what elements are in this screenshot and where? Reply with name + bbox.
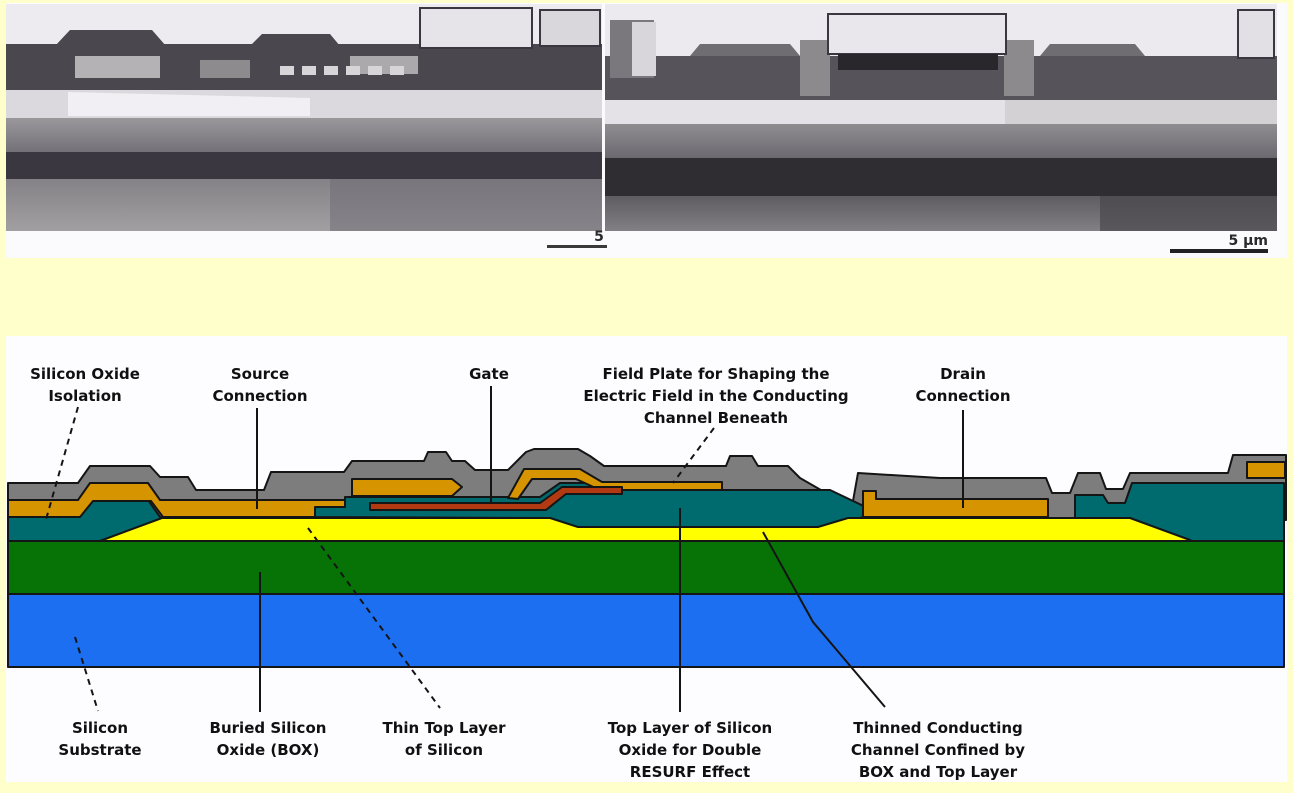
tem-right-substrate-shadow: [1100, 196, 1277, 231]
layer-thin-silicon: [99, 517, 1191, 542]
tem-right-mid-band: [605, 124, 1277, 158]
label-line: RESURF Effect: [630, 763, 750, 781]
metal-source-connection: [7, 482, 346, 518]
label-line: Substrate: [58, 741, 141, 759]
label-line: BOX and Top Layer: [859, 763, 1018, 781]
label-line: Silicon Oxide: [30, 365, 140, 383]
label-field-plate: Field Plate for Shaping the Electric Fie…: [583, 365, 848, 427]
label-drain-connection: Drain Connection: [915, 365, 1010, 405]
label-thinned-channel: Thinned Conducting Channel Confined by B…: [851, 719, 1025, 781]
label-line: Gate: [469, 365, 509, 383]
layer-silicon-substrate: [7, 593, 1285, 668]
tem-right-bright-band-left: [605, 100, 1005, 124]
scale-bar-left: 5: [547, 229, 607, 248]
label-line: Channel Confined by: [851, 741, 1025, 759]
label-line: Source: [231, 365, 289, 383]
tem-left-structures: [6, 7, 602, 116]
label-line: Isolation: [48, 387, 121, 405]
tem-left-substrate-shadow: [330, 179, 602, 231]
scale-bar-right-label: 5 µm: [1228, 233, 1268, 249]
tem-image-left: 5: [6, 4, 607, 248]
label-top-oxide-resurf: Top Layer of Silicon Oxide for Double RE…: [608, 719, 772, 781]
scale-bar-left-label: 5: [594, 229, 604, 245]
tem-image-right: 5 µm: [605, 4, 1277, 253]
pointer-thinned-channel: [762, 531, 886, 708]
label-line: Oxide for Double: [619, 741, 762, 759]
label-line: Field Plate for Shaping the: [602, 365, 829, 383]
label-line: Electric Field in the Conducting: [583, 387, 848, 405]
label-line: Connection: [915, 387, 1010, 405]
scale-bar-right-line: [1170, 249, 1268, 253]
tem-right-structures: [610, 9, 1275, 96]
label-silicon-substrate: Silicon Substrate: [58, 719, 141, 759]
pointer-thin-top-layer: [307, 527, 441, 709]
label-line: Channel Beneath: [644, 409, 788, 427]
pointer-silicon-oxide-isolation: [44, 406, 79, 524]
metal-pad-top-right: [1246, 461, 1286, 479]
label-line: Thin Top Layer: [382, 719, 506, 737]
device-cross-section: Silicon Oxide Isolation Source Connectio…: [7, 365, 1287, 781]
label-line: Oxide (BOX): [217, 741, 320, 759]
label-line: Thinned Conducting: [853, 719, 1023, 737]
layer-buried-oxide: [7, 540, 1285, 595]
label-buried-oxide: Buried Silicon Oxide (BOX): [210, 719, 327, 759]
label-gate: Gate: [469, 365, 509, 383]
label-line: Buried Silicon: [210, 719, 327, 737]
pointer-silicon-substrate: [74, 636, 99, 712]
label-source-connection: Source Connection: [212, 365, 307, 405]
metal-plate-segment: [351, 478, 463, 497]
label-line: of Silicon: [405, 741, 483, 759]
scale-bar-left-line: [547, 245, 607, 248]
label-line: Silicon: [72, 719, 128, 737]
label-line: Connection: [212, 387, 307, 405]
metal-field-plate: [507, 468, 723, 500]
label-thin-top-layer: Thin Top Layer of Silicon: [382, 719, 506, 759]
tem-right-dark-band: [605, 158, 1277, 196]
tem-left-mid-band: [6, 118, 602, 154]
layer-gate-poly: [369, 486, 623, 511]
pointer-field-plate: [672, 427, 715, 484]
label-line: Top Layer of Silicon: [608, 719, 772, 737]
tem-left-dark-band: [6, 152, 602, 179]
label-silicon-oxide-isolation: Silicon Oxide Isolation: [30, 365, 140, 405]
label-line: Drain: [940, 365, 986, 383]
scale-bar-right: 5 µm: [1170, 233, 1268, 253]
